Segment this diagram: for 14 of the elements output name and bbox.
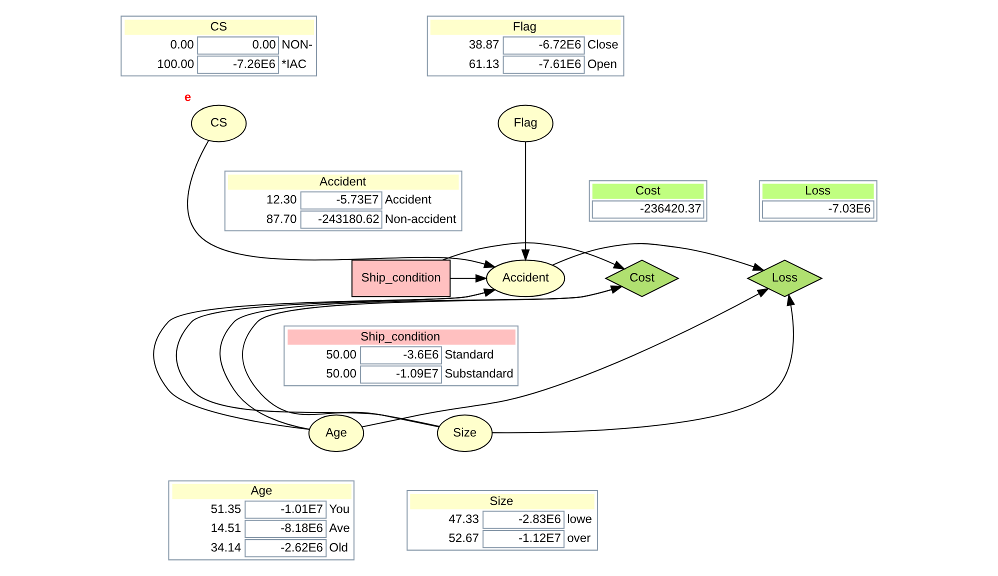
arrow xyxy=(442,242,626,270)
node-box: Ship_condition xyxy=(351,260,451,298)
arrow xyxy=(492,293,796,434)
node-ellipse: Size xyxy=(437,414,493,452)
arrow xyxy=(450,274,488,283)
node-label: e xyxy=(184,90,192,104)
arrow xyxy=(187,140,496,268)
node-ellipse: CS xyxy=(191,104,247,142)
node-ellipse: Age xyxy=(308,414,364,452)
node-ellipse: Accident xyxy=(486,260,566,298)
arrow xyxy=(552,243,765,271)
arrow xyxy=(521,142,530,262)
node-ellipse: Flag xyxy=(498,104,554,142)
arrow xyxy=(362,288,770,428)
